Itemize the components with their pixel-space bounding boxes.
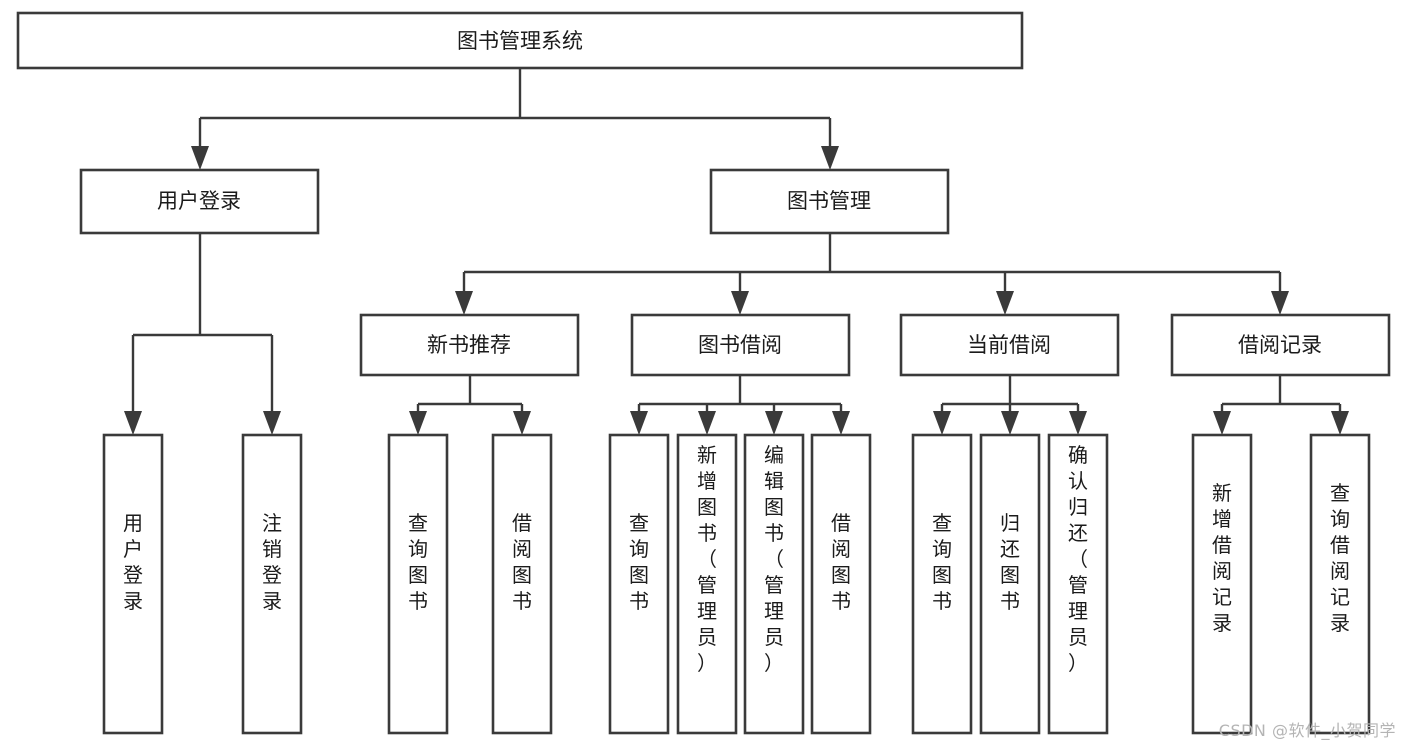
arrow-borrow-l4-icon	[832, 411, 850, 435]
node-leaf-box[interactable]	[743, 433, 805, 735]
arrow-root-to-book-icon	[821, 146, 839, 170]
arrow-borrow-l1-icon	[630, 411, 648, 435]
node-leaf-label: 编辑图书（管理员）	[764, 443, 784, 675]
node-leaf[interactable]: 查询图书	[608, 433, 670, 735]
node-leaf-label: 借阅图书	[512, 511, 532, 613]
arrow-current-l3-icon	[1069, 411, 1087, 435]
node-leaf-box[interactable]	[1047, 433, 1109, 735]
node-new-book-rec[interactable]: 新书推荐	[359, 313, 580, 377]
node-leaf-box[interactable]	[608, 433, 670, 735]
node-leaf[interactable]: 查询借阅记录	[1309, 433, 1371, 735]
node-book-mgmt-box[interactable]	[709, 168, 950, 235]
node-book-mgmt-label: 图书管理	[787, 189, 871, 213]
node-leaf-label: 查询图书	[408, 511, 428, 613]
node-user-login-label: 用户登录	[157, 189, 241, 213]
node-borrow-record-label: 借阅记录	[1238, 333, 1322, 357]
node-leaf-box[interactable]	[1191, 433, 1253, 735]
connector-group-borrow	[630, 375, 850, 435]
node-leaf[interactable]: 新增借阅记录	[1191, 433, 1253, 735]
connector-group-new-book	[409, 375, 531, 435]
node-leaf-box[interactable]	[491, 433, 553, 735]
node-leaf-label: 查询图书	[932, 511, 952, 613]
node-book-borrow[interactable]: 图书借阅	[630, 313, 851, 377]
arrow-book-c1-icon	[455, 291, 473, 315]
arrow-user-leaf2-icon	[263, 411, 281, 435]
node-leaf[interactable]: 确认归还（管理员）	[1047, 433, 1109, 735]
node-current-borrow-box[interactable]	[899, 313, 1120, 377]
arrow-book-c4-icon	[1271, 291, 1289, 315]
arrow-newbook-l2-icon	[513, 411, 531, 435]
node-root-label: 图书管理系统	[457, 29, 583, 53]
arrow-borrow-l2-icon	[698, 411, 716, 435]
arrow-current-l1-icon	[933, 411, 951, 435]
arrow-book-c3-icon	[996, 291, 1014, 315]
node-leaf-label: 借阅图书	[831, 511, 851, 613]
node-current-borrow-label: 当前借阅	[967, 333, 1051, 357]
node-leaf-box[interactable]	[911, 433, 973, 735]
node-book-borrow-box[interactable]	[630, 313, 851, 377]
node-borrow-record[interactable]: 借阅记录	[1170, 313, 1391, 377]
arrow-book-c2-icon	[731, 291, 749, 315]
node-leaf[interactable]: 借阅图书	[491, 433, 553, 735]
node-leaf-box[interactable]	[979, 433, 1041, 735]
connector-group-record	[1213, 375, 1349, 435]
node-leaf[interactable]: 归还图书	[979, 433, 1041, 735]
node-leaf[interactable]: 新增图书（管理员）	[676, 433, 738, 735]
node-leaf-box[interactable]	[102, 433, 164, 735]
node-leaf-label: 归还图书	[1000, 511, 1020, 613]
node-root-box[interactable]	[16, 11, 1024, 70]
arrow-root-to-user-icon	[191, 146, 209, 170]
arrow-borrow-l3-icon	[765, 411, 783, 435]
node-leaf-box[interactable]	[241, 433, 303, 735]
node-leaf-label: 确认归还（管理员）	[1068, 443, 1088, 675]
arrow-current-l2-icon	[1001, 411, 1019, 435]
node-leaf[interactable]: 查询图书	[911, 433, 973, 735]
node-leaf-label: 新增借阅记录	[1212, 481, 1232, 635]
node-leaf-box[interactable]	[1309, 433, 1371, 735]
arrow-user-leaf1-icon	[124, 411, 142, 435]
arrow-record-l2-icon	[1331, 411, 1349, 435]
node-leaf[interactable]: 查询图书	[387, 433, 449, 735]
node-leaf-label: 查询借阅记录	[1330, 481, 1350, 635]
node-root[interactable]: 图书管理系统	[16, 11, 1024, 70]
node-leaf-box[interactable]	[676, 433, 738, 735]
node-leaf-box[interactable]	[810, 433, 872, 735]
node-leaf-label: 查询图书	[629, 511, 649, 613]
node-book-borrow-label: 图书借阅	[698, 333, 782, 357]
node-leaf-label: 用户登录	[123, 511, 143, 613]
connector-group-user-login	[124, 233, 281, 435]
node-user-login-box[interactable]	[79, 168, 320, 235]
connector-group-book-mgmt	[455, 233, 1289, 315]
connector-group-current	[933, 375, 1087, 435]
node-leaf-box[interactable]	[387, 433, 449, 735]
node-leaf-label: 注销登录	[262, 511, 282, 613]
node-new-book-rec-box[interactable]	[359, 313, 580, 377]
node-leaf-label: 新增图书（管理员）	[697, 443, 717, 675]
node-leaf[interactable]: 用户登录	[102, 433, 164, 735]
node-user-login[interactable]: 用户登录	[79, 168, 320, 235]
node-current-borrow[interactable]: 当前借阅	[899, 313, 1120, 377]
arrow-record-l1-icon	[1213, 411, 1231, 435]
connector-group-root	[191, 68, 839, 170]
node-leaf[interactable]: 注销登录	[241, 433, 303, 735]
node-borrow-record-box[interactable]	[1170, 313, 1391, 377]
arrow-newbook-l1-icon	[409, 411, 427, 435]
node-leaf[interactable]: 借阅图书	[810, 433, 872, 735]
node-book-mgmt[interactable]: 图书管理	[709, 168, 950, 235]
node-leaf[interactable]: 编辑图书（管理员）	[743, 433, 805, 735]
node-new-book-rec-label: 新书推荐	[427, 333, 511, 357]
